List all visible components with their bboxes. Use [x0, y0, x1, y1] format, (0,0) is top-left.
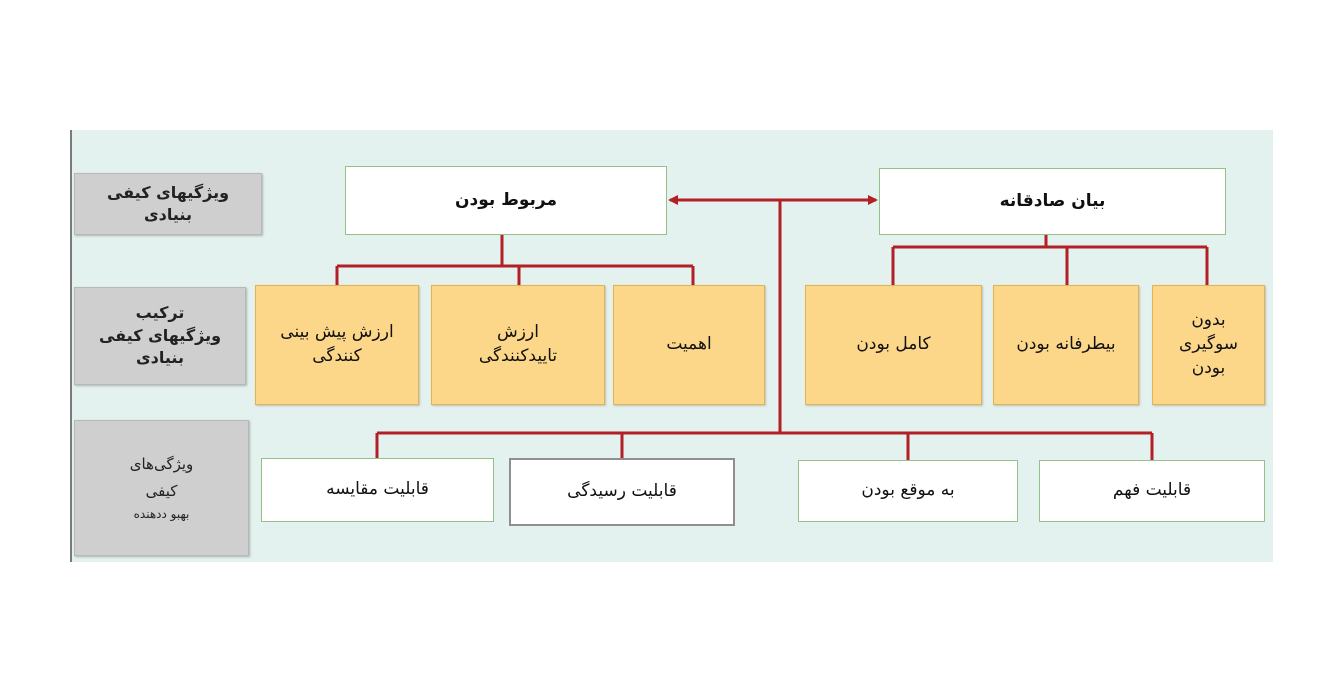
completeness-box: کامل بودن: [805, 285, 982, 405]
faithful-representation-box: بیان صادقانه: [879, 168, 1226, 235]
verifiability-box: قابلیت رسیدگی: [509, 458, 735, 526]
row-label-enhancing: ویژگی‌های کیفی بهبو ددهنده: [74, 420, 249, 556]
understandability-box: قابلیت فهم: [1039, 460, 1265, 522]
timeliness-box: به موقع بودن: [798, 460, 1018, 522]
row-label-fundamental: ویژگیهای کیفی بنیادی: [74, 173, 262, 235]
neutrality-box: بیطرفانه بودن: [993, 285, 1139, 405]
materiality-box: اهمیت: [613, 285, 765, 405]
free-from-error-box: بدون سوگیری بودن: [1152, 285, 1265, 405]
predictive-value-box: ارزش پیش بینی کنندگی: [255, 285, 419, 405]
row-label-enhancing-line-3: بهبو ددهنده: [133, 506, 190, 521]
confirmatory-value-box: ارزش تاییدکنندگی: [431, 285, 605, 405]
relevance-box: مربوط بودن: [345, 166, 667, 235]
row-label-combination: ترکیب ویژگیهای کیفی بنیادی: [74, 287, 246, 385]
row-label-enhancing-line-2: کیفی: [145, 481, 178, 500]
row-label-enhancing-line-1: ویژگی‌های: [129, 455, 194, 474]
comparability-box: قابلیت مقایسه: [261, 458, 494, 522]
